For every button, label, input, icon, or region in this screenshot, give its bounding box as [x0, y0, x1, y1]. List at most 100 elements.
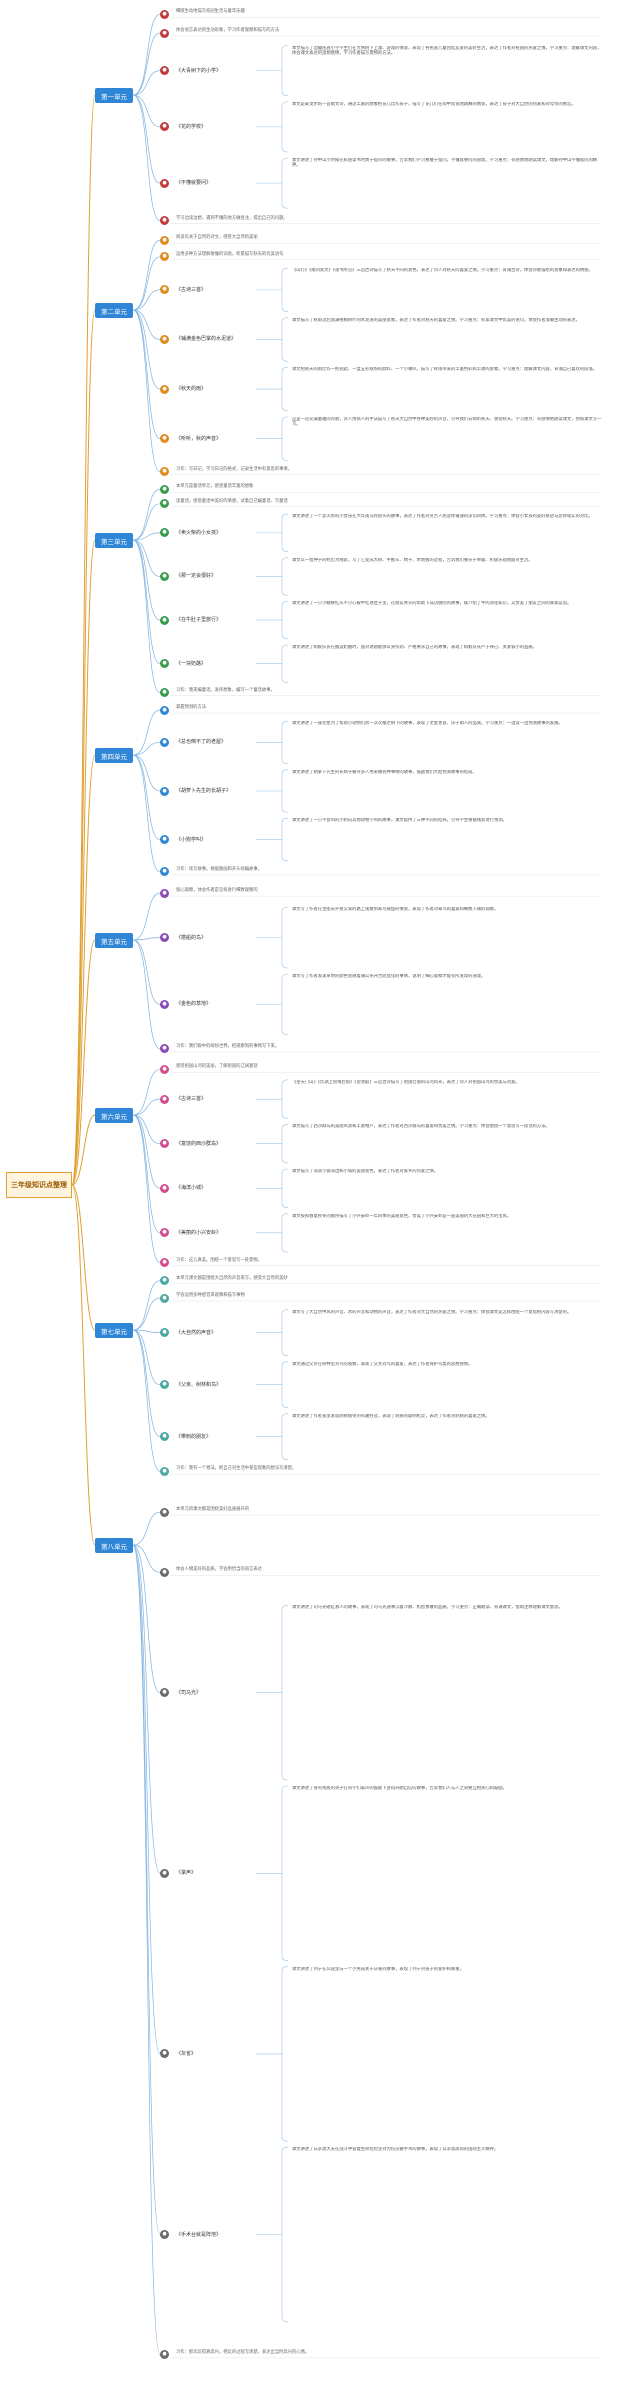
- lesson-notes: 课文写了作者在坐船去外祖父家的路上观察到翠鸟捕鱼的情景，表现了作者对翠鸟的喜爱和…: [292, 907, 499, 913]
- item-marker-icon: ●: [160, 571, 169, 581]
- lesson-notes: 本文讲述了孙中山小时候在私塾读书时勇于提问的故事，告诉我们学习要敢于提问，不懂就…: [292, 158, 598, 169]
- lesson-title[interactable]: 《富饶的西沙群岛》: [176, 1140, 222, 1147]
- item-marker-icon: ●: [160, 216, 169, 226]
- lesson-title[interactable]: 《胡萝卜先生的长胡子》: [176, 788, 232, 794]
- item-marker-icon: ●: [160, 2230, 169, 2239]
- lesson-notes: 课文通过父亲在树林里对鸟的观察，表现了父亲对鸟的喜爱，表达了作者保护鸟类的思想感…: [292, 1361, 473, 1367]
- lesson-title[interactable]: 《司马光》: [176, 1689, 202, 1696]
- item-marker-icon: ●: [160, 688, 169, 698]
- item-marker-icon: ●: [160, 867, 169, 877]
- item-marker-icon: ●: [160, 1380, 169, 1390]
- root-node[interactable]: 三年级知识点整理: [6, 1172, 72, 1198]
- item-marker-icon: ●: [160, 705, 169, 715]
- lesson-notes: 课文讲述了一只小蟋蟀红头不小心被牛吃进肚子里，在朋友青头的帮助下成功脱险的故事，…: [292, 601, 572, 607]
- lesson-notes: 课文描写了秋雨过后落满梧桐树叶的水泥道的美丽景象，表达了作者对秋天的喜爱之情。学…: [292, 317, 580, 323]
- lesson-title[interactable]: 《掌声》: [176, 1870, 197, 1877]
- lesson-notes: 课文按照春夏秋冬的顺序描写了小兴安岭一年四季的美丽景色，赞美了小兴安岭是一座美丽…: [292, 1213, 512, 1219]
- item-marker-icon: ●: [160, 1293, 169, 1303]
- item-marker-icon: ●: [160, 1276, 169, 1286]
- unit-node[interactable]: 第三单元: [95, 533, 133, 548]
- lesson-title[interactable]: 《搭船的鸟》: [176, 934, 207, 941]
- lesson-title[interactable]: 《手术台就是阵地》: [176, 2231, 222, 2238]
- item-marker-icon: ●: [160, 2049, 169, 2059]
- lesson-title[interactable]: 《古诗三首》: [176, 286, 207, 293]
- lesson-title[interactable]: 《卖火柴的小女孩》: [176, 529, 222, 536]
- lesson-notes: 课文讲述了列宁在公园里与一个小男孩关于灰雀的故事，表现了列宁对孩子的爱护和尊重。: [292, 1966, 464, 1972]
- lesson-notes: 本文描写了边疆民族小学学生们在大青树下上课、游戏的情景，表现了各民族儿童团结友爱…: [292, 45, 602, 56]
- lesson-title[interactable]: 《父亲、树林和鸟》: [176, 1381, 222, 1388]
- summary-line: 习作：那次玩得真高兴。把玩的过程写清楚，表达出当时高兴的心情。: [176, 2349, 310, 2355]
- item-marker-icon: ●: [160, 2350, 169, 2360]
- summary-line: 习作：续写故事。根据图画和开头续编故事。: [176, 866, 262, 872]
- item-marker-icon: ●: [160, 835, 169, 845]
- unit-node[interactable]: 第七单元: [95, 1323, 133, 1338]
- item-marker-icon: ●: [160, 467, 169, 477]
- unit-node[interactable]: 第四单元: [95, 748, 133, 763]
- lesson-notes: 课文讲述了一个卖火柴的小女孩在大年夜冻死街头的故事，表达了作者对穷苦人民悲惨遭遇…: [292, 514, 593, 520]
- lesson-notes: 课文讲述了一只不会叫的小狗向其他动物学叫的故事，课文提供了三种不同的结局，引导学…: [292, 818, 507, 824]
- unit-node[interactable]: 第八单元: [95, 1538, 133, 1553]
- summary-line: 本单元是童话单元，感受童话丰富的想象: [176, 484, 254, 490]
- lesson-title[interactable]: 《带刺的朋友》: [176, 1433, 212, 1440]
- item-marker-icon: ●: [160, 484, 169, 494]
- lesson-notes: 课文写了作者发现草地的颜色会随着蒲公英开合而变化的事情，说明了细心观察才能有所发…: [292, 974, 486, 979]
- lesson-notes: 课文讲述了身有残疾的英子在同学们掌声的鼓励下变得开朗自信的故事，告诉我们人与人之…: [292, 1786, 507, 1791]
- summary-line: 体会语言表达的生动形象，学习作者观察和描写的方法: [176, 28, 280, 34]
- item-marker-icon: ●: [160, 1228, 169, 1238]
- lesson-title[interactable]: 《在牛肚子里旅行》: [176, 617, 222, 624]
- summary-line: 本单元课文都是围绕大自然的声音来写，感受大自然的美妙: [176, 1275, 288, 1281]
- item-marker-icon: ●: [160, 1094, 169, 1104]
- item-marker-icon: ●: [160, 1258, 169, 1268]
- lesson-notes: 课文把秋天的雨比作一把钥匙、一盒五彩缤纷的颜料、一个小喇叭，描写了秋雨带来的丰富…: [292, 367, 598, 373]
- summary-line: 感受祖国山河的美丽，了解祖国的辽阔富饶: [176, 1064, 258, 1070]
- lesson-title[interactable]: 《古诗三首》: [176, 1096, 207, 1103]
- summary-line: 细腻生动地描写校园生活与童年乐趣: [176, 9, 245, 15]
- item-marker-icon: ●: [160, 1183, 169, 1193]
- lesson-title[interactable]: 《灰雀》: [176, 2050, 197, 2057]
- lesson-title[interactable]: 《不懂就要问》: [176, 180, 212, 187]
- summary-line: 习作：我们眼中的缤纷世界。把观察到的事物写下来。: [176, 1043, 280, 1049]
- lesson-title[interactable]: 《金色的草地》: [176, 1001, 212, 1008]
- item-marker-icon: ●: [160, 178, 169, 188]
- unit-node[interactable]: 第一单元: [95, 88, 133, 103]
- item-marker-icon: ●: [160, 1064, 169, 1074]
- lesson-notes: 课文讲述了作者夜里发现刺猬偷枣的有趣经过，表现了刺猬的聪明机灵，表达了作者对刺猬…: [292, 1413, 490, 1419]
- item-marker-icon: ●: [160, 434, 169, 444]
- unit-node[interactable]: 第二单元: [95, 303, 133, 318]
- item-marker-icon: ●: [160, 1567, 169, 1577]
- item-marker-icon: ●: [160, 334, 169, 344]
- summary-line: 习作：我来编童话。发挥想象，编写一个童话故事。: [176, 687, 275, 693]
- lesson-title[interactable]: 《铺满金色巴掌的水泥道》: [176, 336, 237, 343]
- lesson-title[interactable]: 《听听，秋的声音》: [176, 435, 222, 442]
- lesson-title[interactable]: 《一块奶酪》: [176, 660, 207, 667]
- lesson-title[interactable]: 《小狗学叫》: [176, 836, 207, 843]
- lesson-notes: 《望天门山》《饮湖上初晴后雨》《望洞庭》三首古诗描写了祖国壮丽的山河风光，表达了…: [292, 1079, 520, 1085]
- item-marker-icon: ●: [160, 999, 169, 1009]
- unit-node[interactable]: 第六单元: [95, 1108, 133, 1123]
- lesson-title[interactable]: 《海滨小城》: [176, 1185, 207, 1192]
- lesson-title[interactable]: 《花的学校》: [176, 123, 207, 130]
- item-marker-icon: ●: [160, 528, 169, 538]
- lesson-notes: 课文讲述了一座老屋为了帮助小动物们而一次次推迟倒下的故事，表现了老屋善良、乐于助…: [292, 721, 563, 727]
- lesson-notes: 课文讲述了胡萝卜先生的长胡子被许多人用来做各种事情的故事，鼓励我们大胆预测故事的…: [292, 769, 477, 775]
- lesson-title[interactable]: 《总也倒不了的老屋》: [176, 739, 227, 746]
- item-marker-icon: ●: [160, 122, 169, 132]
- lesson-notes: 这是一首充满童趣的诗歌，诗人用拟人的手法描写了秋天大自然中各种美妙的声音，引导我…: [292, 416, 602, 428]
- lesson-notes: 课文以一粒种子的经历为线索，写了它变成大树、手推车、椅子、木地板的过程，告诉我们…: [292, 557, 533, 563]
- lesson-notes: 课文描写了海滨小城海边和小城的美丽景色，表达了作者对家乡的热爱之情。: [292, 1169, 439, 1174]
- unit-node[interactable]: 第五单元: [95, 933, 133, 948]
- item-marker-icon: ●: [160, 1044, 169, 1054]
- summary-line: 掌握预测的方法: [176, 705, 207, 711]
- lesson-notes: 课文描写了西沙群岛的美丽风景和丰富物产，表达了作者对西沙群岛的喜爱和赞美之情。学…: [292, 1124, 550, 1130]
- item-marker-icon: ●: [160, 1868, 169, 1878]
- summary-line: 习作：我有一个想法。把自己对生活中某些现象的想法写清楚。: [176, 1466, 297, 1472]
- lesson-title[interactable]: 《美丽的小兴安岭》: [176, 1229, 222, 1236]
- item-marker-icon: ●: [160, 1466, 169, 1476]
- lesson-title[interactable]: 《那一定会很好》: [176, 573, 217, 580]
- lesson-title[interactable]: 《大青树下的小学》: [176, 67, 222, 74]
- lesson-title[interactable]: 《大自然的声音》: [176, 1329, 217, 1336]
- item-marker-icon: ●: [160, 235, 169, 245]
- lesson-title[interactable]: 《秋天的雨》: [176, 386, 207, 393]
- item-marker-icon: ●: [160, 384, 169, 394]
